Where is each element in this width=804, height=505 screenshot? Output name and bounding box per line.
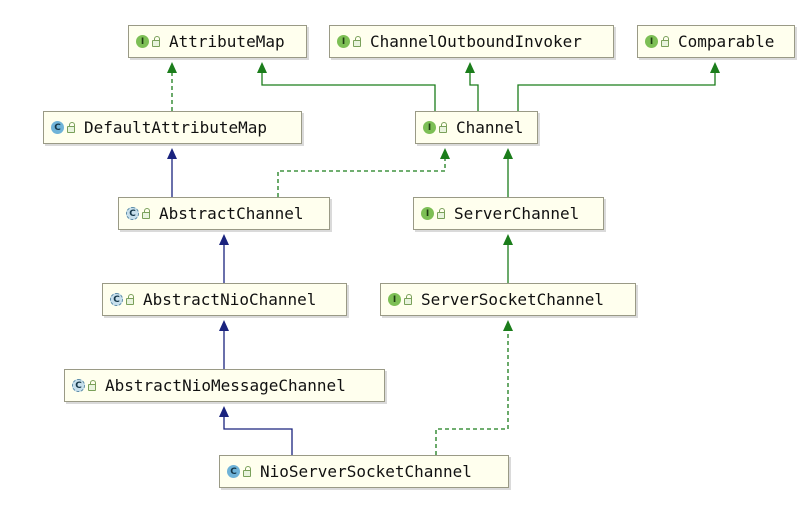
- node-serversocketchannel[interactable]: I ServerSocketChannel: [380, 283, 636, 316]
- interface-icon: I: [388, 293, 401, 306]
- node-label: Channel: [456, 118, 524, 137]
- arrowhead-channeloutboundinvoker: [465, 62, 475, 73]
- lock-icon: [142, 208, 150, 219]
- lock-icon: [404, 294, 412, 305]
- node-label: AbstractNioChannel: [143, 290, 317, 309]
- node-nioserversocketchannel[interactable]: C NioServerSocketChannel: [219, 455, 509, 488]
- abstract-class-icon: C: [72, 379, 85, 392]
- lock-icon: [126, 294, 134, 305]
- arrowhead-channel: [503, 148, 513, 159]
- edge-channel-to-comparable: [517, 72, 716, 111]
- edge-abstractchannel-to-channel: [277, 158, 446, 197]
- lock-icon: [243, 466, 251, 477]
- interface-icon: I: [136, 35, 149, 48]
- node-label: ServerSocketChannel: [421, 290, 605, 309]
- node-label: NioServerSocketChannel: [260, 462, 472, 481]
- node-serverchannel[interactable]: I ServerChannel: [413, 197, 604, 230]
- node-abstractchannel[interactable]: C AbstractChannel: [118, 197, 330, 230]
- arrowhead-attributemap: [257, 62, 267, 73]
- arrowhead-abstractchannel: [219, 234, 229, 245]
- node-label: AbstractNioMessageChannel: [105, 376, 346, 395]
- abstract-class-icon: C: [126, 207, 139, 220]
- node-defaultattributemap[interactable]: C DefaultAttributeMap: [43, 111, 302, 144]
- lock-icon: [353, 36, 361, 47]
- arrowhead-serversocketchannel: [503, 320, 513, 331]
- edge-channel-to-channeloutboundinvoker: [469, 72, 479, 111]
- lock-icon: [152, 36, 160, 47]
- edge-channel-to-attributemap: [261, 72, 436, 111]
- lock-icon: [88, 380, 96, 391]
- arrowhead-comparable: [710, 62, 720, 73]
- node-attributemap[interactable]: I AttributeMap: [128, 25, 307, 58]
- class-icon: C: [227, 465, 240, 478]
- abstract-class-icon: C: [110, 293, 123, 306]
- arrowhead-abstractniochannel: [219, 320, 229, 331]
- lock-icon: [661, 36, 669, 47]
- interface-icon: I: [645, 35, 658, 48]
- node-abstractniochannel[interactable]: C AbstractNioChannel: [102, 283, 347, 316]
- class-icon: C: [51, 121, 64, 134]
- node-label: ServerChannel: [454, 204, 580, 223]
- node-label: AbstractChannel: [159, 204, 304, 223]
- node-abstractniomessagechannel[interactable]: C AbstractNioMessageChannel: [64, 369, 385, 402]
- arrowhead-serverchannel: [503, 234, 513, 245]
- interface-icon: I: [423, 121, 436, 134]
- interface-icon: I: [421, 207, 434, 220]
- node-channel[interactable]: I Channel: [415, 111, 538, 144]
- interface-icon: I: [337, 35, 350, 48]
- lock-icon: [67, 122, 75, 133]
- lock-icon: [437, 208, 445, 219]
- node-label: Comparable: [678, 32, 775, 51]
- arrowhead-abstractniomessagechannel: [219, 406, 229, 417]
- node-comparable[interactable]: I Comparable: [637, 25, 795, 58]
- node-label: DefaultAttributeMap: [84, 118, 268, 137]
- node-label: AttributeMap: [169, 32, 285, 51]
- node-channeloutboundinvoker[interactable]: I ChannelOutboundInvoker: [329, 25, 614, 58]
- arrowhead-channel: [440, 148, 450, 159]
- edge-nioserversocketchannel-to-abstractniomessagechannel: [223, 416, 293, 455]
- arrowhead-attributemap: [167, 62, 177, 73]
- node-label: ChannelOutboundInvoker: [370, 32, 582, 51]
- arrowhead-defaultattributemap: [167, 148, 177, 159]
- lock-icon: [439, 122, 447, 133]
- edge-nioserversocketchannel-to-serversocketchannel: [435, 330, 509, 455]
